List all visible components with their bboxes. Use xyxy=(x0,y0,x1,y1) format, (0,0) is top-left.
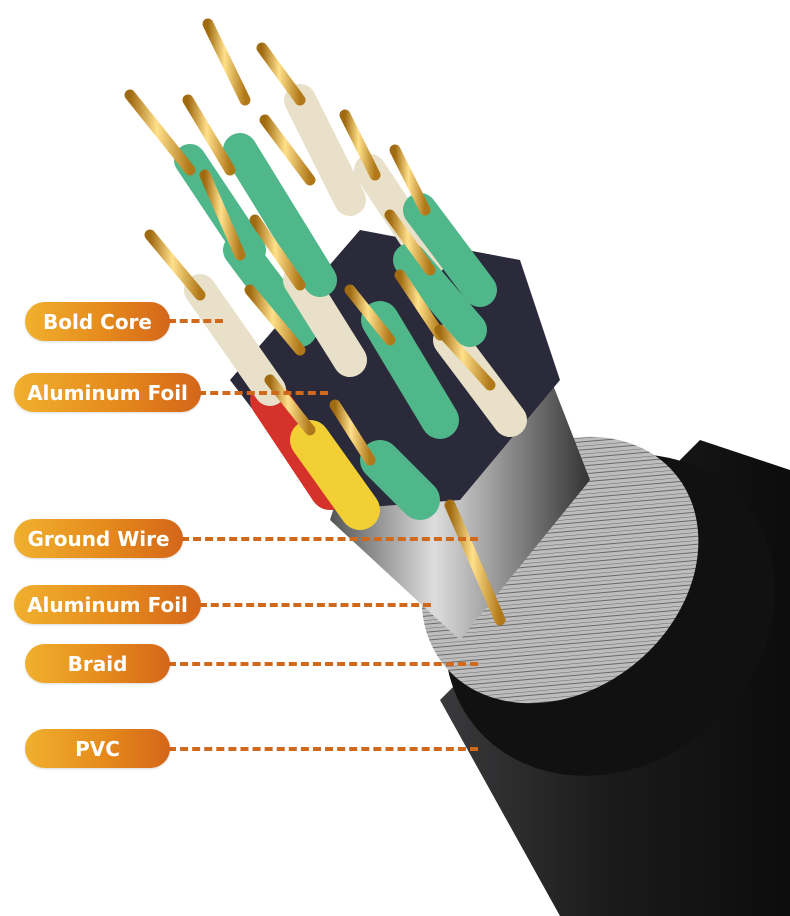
label-braid: Braid xyxy=(25,644,170,683)
leader-aluminum-foil-inner xyxy=(198,391,328,395)
leader-braid xyxy=(168,662,478,666)
leader-bold-core xyxy=(168,319,223,323)
leader-pvc xyxy=(168,747,478,751)
leader-aluminum-foil-outer xyxy=(199,603,431,607)
label-ground-wire: Ground Wire xyxy=(14,519,183,558)
label-bold-core: Bold Core xyxy=(25,302,170,341)
wire-bundle xyxy=(124,18,560,626)
label-aluminum-foil-inner: Aluminum Foil xyxy=(14,373,201,412)
leader-ground-wire xyxy=(181,537,478,541)
label-aluminum-foil-outer: Aluminum Foil xyxy=(14,585,201,624)
label-pvc: PVC xyxy=(25,729,170,768)
